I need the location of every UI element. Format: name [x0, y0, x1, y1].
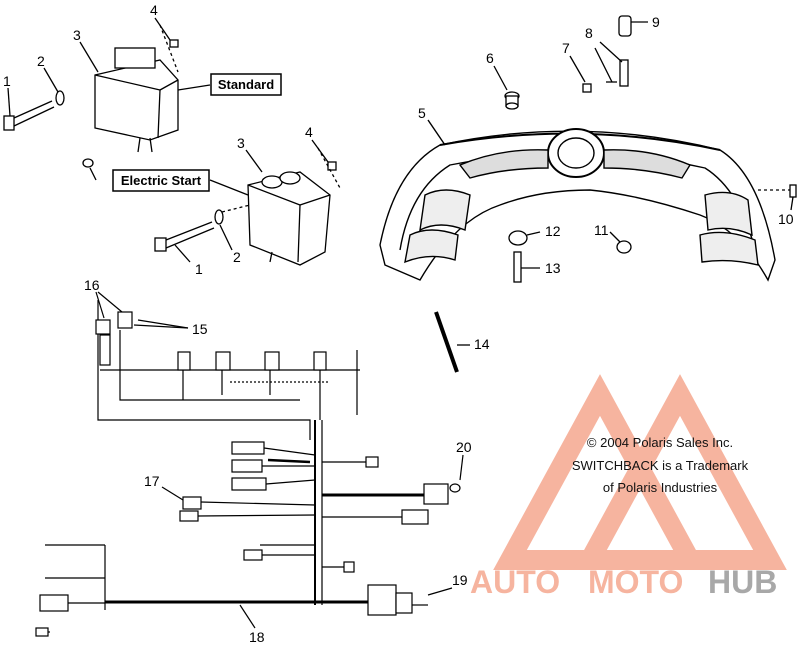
washer-standard: [55, 90, 65, 106]
screw-7: [569, 55, 592, 93]
standard-label: Standard: [210, 73, 282, 96]
cable-tie-14: [434, 311, 470, 373]
console-panel: [379, 119, 776, 282]
callout-13: 13: [545, 260, 561, 276]
copyright-line-1: © 2004 Polaris Sales Inc.: [587, 435, 733, 450]
callout-19: 19: [452, 572, 468, 588]
switch-8: [594, 41, 629, 87]
callout-15: 15: [192, 321, 208, 337]
bulb-9: [618, 15, 648, 37]
callout-12: 12: [545, 223, 561, 239]
callout-14: 14: [474, 336, 490, 352]
callout-4-electric: 4: [305, 124, 313, 140]
copyright-line-2: SWITCHBACK is a Trademark: [572, 458, 749, 473]
bolt-electric-start: [154, 221, 215, 252]
callout-3-standard: 3: [73, 27, 81, 43]
callout-5: 5: [418, 105, 426, 121]
copyright-block: © 2004 Polaris Sales Inc. SWITCHBACK is …: [572, 435, 749, 495]
callout-6: 6: [486, 50, 494, 66]
watermark-text-moto: MOTO: [588, 564, 683, 600]
module-standard: [94, 47, 179, 153]
callout-16: 16: [84, 277, 100, 293]
module-electric-start: [247, 171, 331, 266]
console-hardware: [434, 15, 797, 373]
electric-start-module-group: [154, 139, 341, 266]
nut-electric-start: [327, 161, 337, 171]
nut-standard: [169, 39, 179, 48]
callout-9: 9: [652, 14, 660, 30]
callout-17: 17: [144, 473, 160, 489]
standard-module-group: [3, 17, 211, 181]
callout-2-standard: 2: [37, 53, 45, 69]
ground-eyelet: [82, 158, 97, 181]
callout-3-electric: 3: [237, 135, 245, 151]
nut-11: [609, 231, 632, 254]
standard-label-text: Standard: [218, 77, 274, 92]
callout-8: 8: [585, 25, 593, 41]
grommet-6: [493, 65, 520, 110]
callout-1-electric: 1: [195, 261, 203, 277]
clip-13: [513, 251, 540, 283]
wiring-harness: [35, 291, 464, 637]
callout-numbers: 1 2 3 4 3 4 2 1 5 6 7 8 9 10 11 12 13 14…: [3, 2, 794, 645]
grommet-12: [508, 230, 541, 246]
bolt-standard: [3, 100, 55, 131]
callout-2-electric: 2: [233, 249, 241, 265]
watermark-text-hub: HUB: [708, 564, 777, 600]
callout-11: 11: [594, 222, 609, 238]
callout-1-standard: 1: [3, 73, 11, 89]
screw-10: [758, 184, 797, 211]
electric-start-label: Electric Start: [112, 169, 210, 192]
copyright-line-3: of Polaris Industries: [603, 480, 718, 495]
watermark-text-auto: AUTO: [470, 564, 560, 600]
callout-18: 18: [249, 629, 265, 645]
callout-20: 20: [456, 439, 472, 455]
watermark-logo: AUTO MOTO HUB: [470, 374, 787, 600]
callout-10: 10: [778, 211, 794, 227]
washer-electric-start: [214, 209, 224, 225]
callout-7: 7: [562, 40, 570, 56]
electric-start-label-text: Electric Start: [121, 173, 202, 188]
callout-4-standard: 4: [150, 2, 158, 18]
